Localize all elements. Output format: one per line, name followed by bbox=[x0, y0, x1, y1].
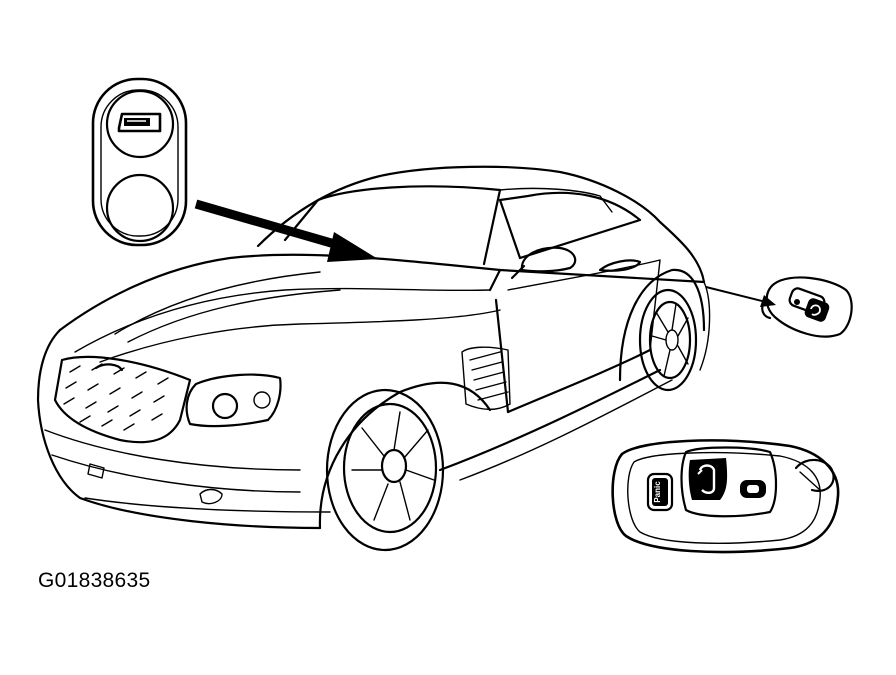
car-illustration bbox=[36, 165, 711, 552]
key-fob-small-icon bbox=[761, 276, 853, 338]
figure-code: G01838635 bbox=[38, 569, 151, 592]
liftgate-release-button-icon bbox=[91, 77, 188, 247]
panic-button-label: Panic bbox=[653, 481, 662, 503]
key-fob-icon[interactable]: Panic bbox=[611, 439, 840, 554]
arrow-icon bbox=[194, 199, 378, 262]
fob-arrow-icon bbox=[705, 286, 776, 307]
